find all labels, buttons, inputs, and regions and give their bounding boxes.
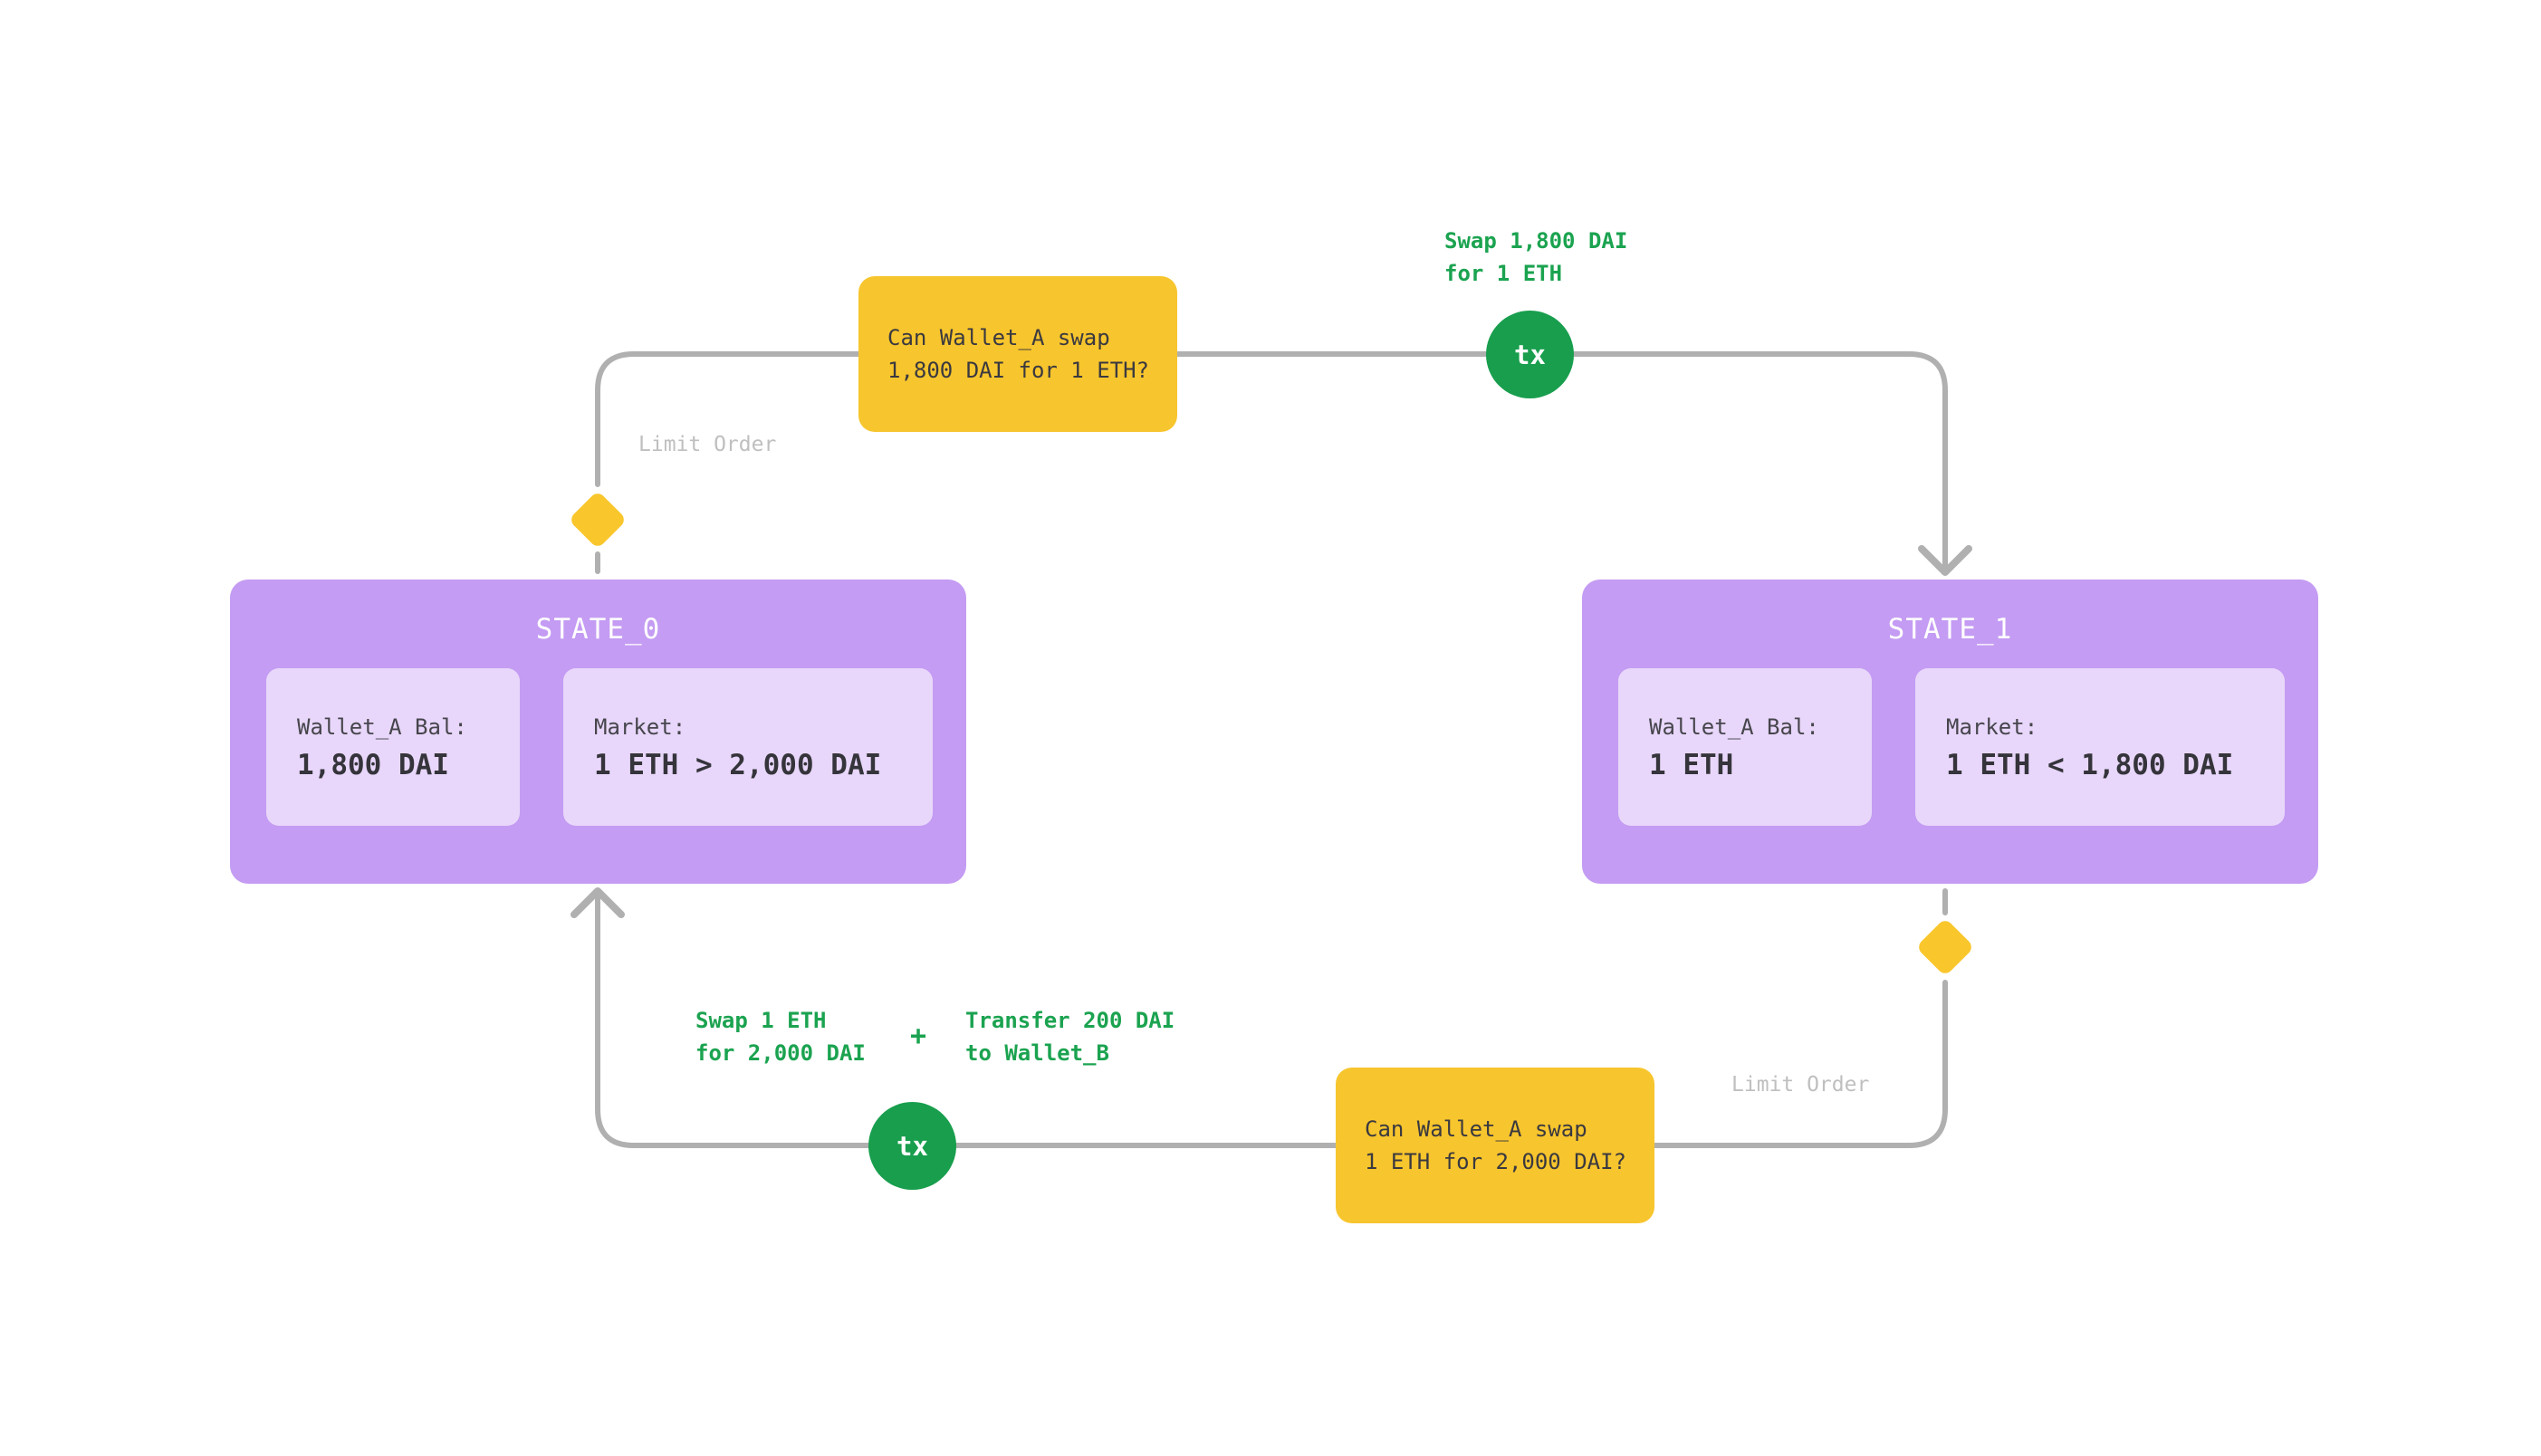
edge-label-line: Swap 1 ETH [695, 1008, 827, 1033]
state-0-market-panel: Market: 1 ETH > 2,000 DAI [563, 668, 933, 826]
question-line: Can Wallet_A swap [887, 325, 1110, 350]
wallet-balance-label: Wallet_A Bal: [297, 714, 467, 740]
limit-order-label-top: Limit Order [638, 433, 777, 456]
question-box-swap-dai-for-eth: Can Wallet_A swap 1,800 DAI for 1 ETH? [858, 276, 1177, 432]
question-line: 1,800 DAI for 1 ETH? [887, 358, 1149, 383]
market-label: Market: [594, 714, 686, 740]
wallet-balance-label: Wallet_A Bal: [1649, 714, 1819, 740]
question-line: 1 ETH for 2,000 DAI? [1365, 1149, 1626, 1174]
edge-label-line: for 1 ETH [1444, 261, 1563, 286]
state-0-wallet-panel: Wallet_A Bal: 1,800 DAI [266, 668, 520, 826]
question-line: Can Wallet_A swap [1365, 1116, 1587, 1142]
arrowhead-into-state0 [571, 887, 625, 918]
state-1-wallet-panel: Wallet_A Bal: 1 ETH [1618, 668, 1872, 826]
question-box-swap-eth-for-dai: Can Wallet_A swap 1 ETH for 2,000 DAI? [1336, 1068, 1654, 1223]
state-1-market-panel: Market: 1 ETH < 1,800 DAI [1915, 668, 2285, 826]
limit-order-label-bottom: Limit Order [1731, 1073, 1870, 1097]
edge-bottom-path [595, 890, 1948, 1148]
edge-label-line: Swap 1,800 DAI [1444, 228, 1628, 254]
edge-label-swap-1800-dai: Swap 1,800 DAI for 1 ETH [1444, 225, 1627, 290]
edge-label-line: to Wallet_B [965, 1040, 1109, 1066]
wallet-balance-value: 1,800 DAI [297, 748, 449, 781]
state-1-box: STATE_1 Wallet_A Bal: 1 ETH Market: 1 ET… [1582, 580, 2318, 884]
edge-label-transfer-200-dai: Transfer 200 DAI to Wallet_B [965, 1004, 1175, 1069]
state-0-title: STATE_0 [535, 613, 661, 646]
state-1-title: STATE_1 [1887, 613, 2013, 646]
wallet-balance-value: 1 ETH [1649, 748, 1734, 781]
state-0-box: STATE_0 Wallet_A Bal: 1,800 DAI Market: … [230, 580, 966, 884]
market-label: Market: [1946, 714, 2038, 740]
tx-badge-label: tx [1514, 339, 1546, 370]
edge-label-line: Transfer 200 DAI [965, 1008, 1175, 1033]
market-value: 1 ETH < 1,800 DAI [1946, 748, 2234, 781]
plus-icon: + [909, 1020, 927, 1052]
tx-badge-bottom: tx [868, 1102, 956, 1190]
tx-badge-label: tx [897, 1130, 928, 1162]
market-value: 1 ETH > 2,000 DAI [594, 748, 882, 781]
arrowhead-into-state1 [1918, 545, 1972, 576]
edge-top-path [595, 351, 1948, 571]
tx-badge-top: tx [1486, 311, 1574, 398]
edge-label-swap-1-eth: Swap 1 ETH for 2,000 DAI [695, 1004, 866, 1069]
edge-label-line: for 2,000 DAI [695, 1040, 866, 1066]
